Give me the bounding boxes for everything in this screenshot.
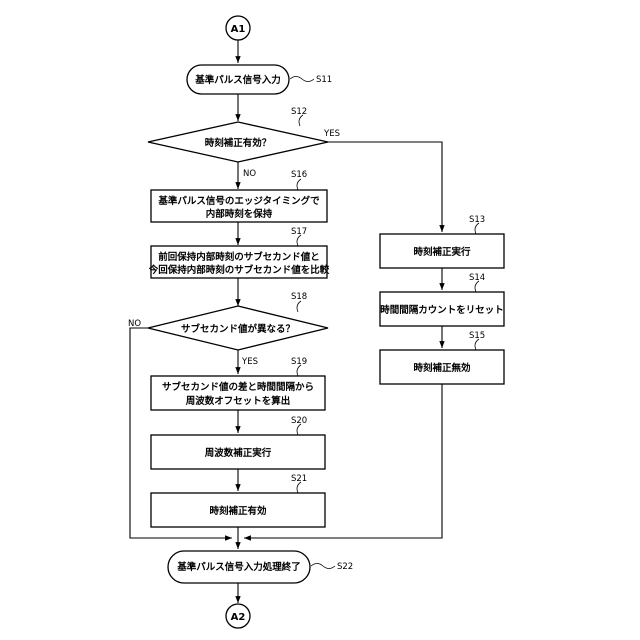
process-s14-text: 時間間隔カウントをリセット <box>380 304 504 316</box>
process-s20-text: 周波数補正実行 <box>205 447 272 459</box>
label-s12-yes: YES <box>323 129 340 139</box>
terminal-s11-text: 基準パルス信号入力 <box>194 74 281 86</box>
step-s17: S17 <box>291 227 307 237</box>
process-s15: 時刻補正無効 <box>380 350 504 384</box>
process-s21: 時刻補正有効 <box>151 493 325 527</box>
process-s17: 前回保持内部時刻のサブセカンド値と 今回保持内部時刻のサブセカンド値を比較 <box>148 246 330 278</box>
terminal-s22: 基準パルス信号入力処理終了 <box>168 551 310 583</box>
connector-a2-label: A2 <box>231 612 246 623</box>
process-s15-text: 時刻補正無効 <box>413 362 471 374</box>
process-s16-line2: 内部時刻を保持 <box>206 208 273 220</box>
process-s17-line1: 前回保持内部時刻のサブセカンド値と <box>158 251 320 263</box>
leader-s18 <box>297 301 301 312</box>
step-s15: S15 <box>469 331 485 341</box>
process-s19-line1: サブセカンド値の差と時間間隔から <box>162 381 314 393</box>
process-s16-line1: 基準パルス信号のエッジタイミングで <box>157 195 320 207</box>
terminal-s22-text: 基準パルス信号入力処理終了 <box>176 561 301 573</box>
leader-s11 <box>290 77 314 82</box>
decision-s12-text: 時刻補正有効？ <box>205 137 272 149</box>
step-s19: S19 <box>291 357 307 367</box>
process-s13: 時刻補正実行 <box>380 234 504 268</box>
leader-s22 <box>311 564 335 569</box>
process-s17-line2: 今回保持内部時刻のサブセカンド値を比較 <box>148 264 330 276</box>
label-s12-no: NO <box>243 169 256 179</box>
step-s12: S12 <box>291 107 307 117</box>
decision-s12: 時刻補正有効？ <box>148 122 328 162</box>
step-s13: S13 <box>469 215 485 225</box>
step-s14: S14 <box>469 273 485 283</box>
step-s11: S11 <box>316 75 332 85</box>
terminal-s11: 基準パルス信号入力 <box>187 65 289 94</box>
edge-s12-yes-to-s13 <box>328 142 442 232</box>
step-s21: S21 <box>291 474 307 484</box>
process-s16: 基準パルス信号のエッジタイミングで 内部時刻を保持 <box>151 190 327 222</box>
decision-s18-text: サブセカンド値が異なる？ <box>181 323 295 335</box>
label-s18-no: NO <box>128 319 141 329</box>
label-s18-yes: YES <box>241 357 258 367</box>
decision-s18: サブセカンド値が異なる？ <box>148 306 328 350</box>
step-s18: S18 <box>291 292 307 302</box>
step-s20: S20 <box>291 416 307 426</box>
process-s19-line2: 周波数オフセットを算出 <box>186 395 291 407</box>
leader-s16 <box>297 179 301 190</box>
connector-a1: A1 <box>226 16 250 40</box>
process-s13-text: 時刻補正実行 <box>413 246 471 258</box>
process-s14: 時間間隔カウントをリセット <box>380 292 504 326</box>
connector-a2: A2 <box>226 604 250 628</box>
process-s19: サブセカンド値の差と時間間隔から 周波数オフセットを算出 <box>151 376 325 410</box>
connector-a1-label: A1 <box>231 24 246 35</box>
step-s22: S22 <box>337 562 353 572</box>
step-s16: S16 <box>291 170 307 180</box>
process-s21-text: 時刻補正有効 <box>209 505 267 517</box>
process-s20: 周波数補正実行 <box>151 435 325 469</box>
